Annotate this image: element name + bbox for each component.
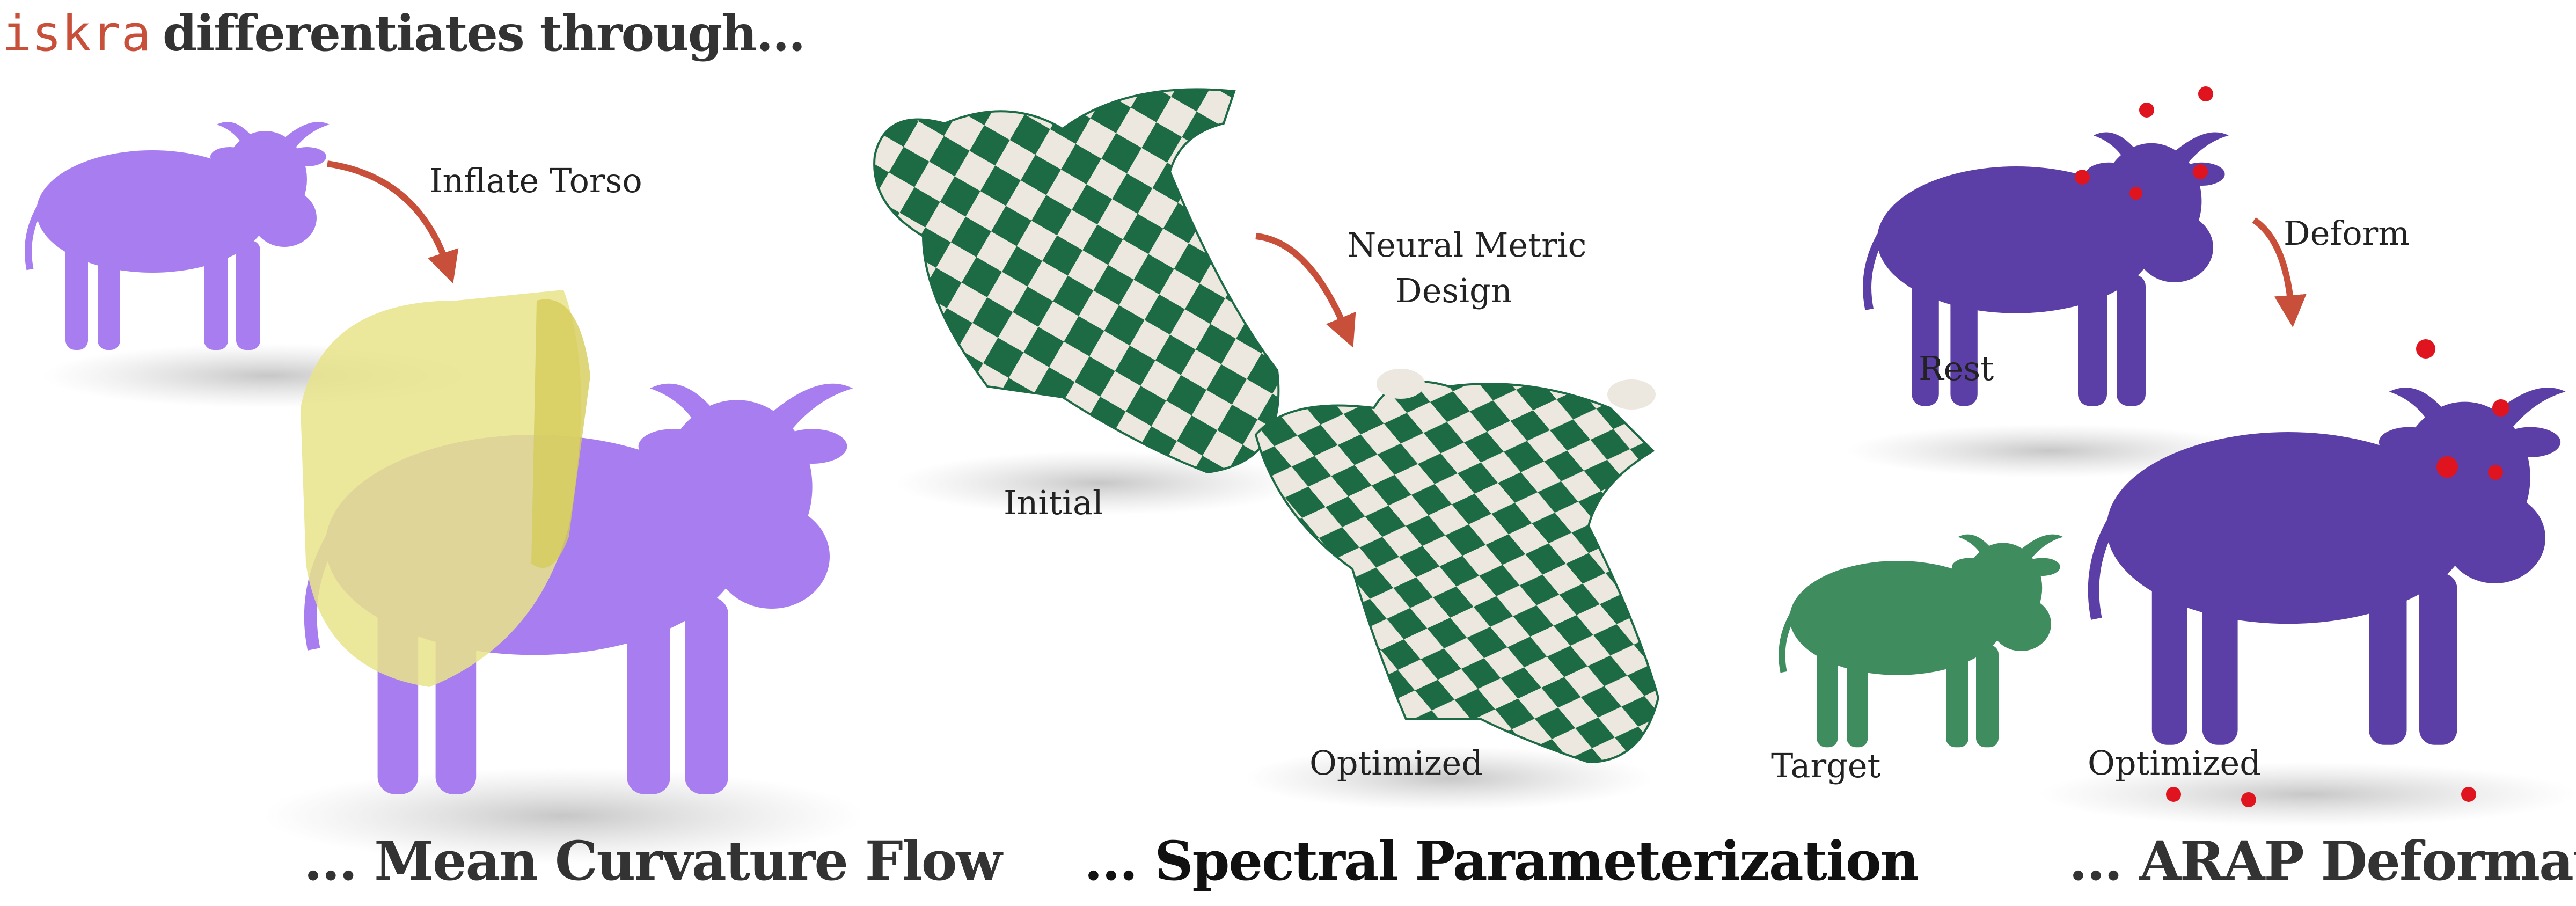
inflated-torso-sweater — [301, 290, 581, 687]
neural-metric-label-2: Design — [1395, 271, 1512, 310]
horn — [1377, 369, 1425, 399]
initial-label: Initial — [1004, 483, 1103, 522]
shadow — [1846, 424, 2254, 478]
caption-arap-deformation: ... ARAP Deformation — [2069, 829, 2576, 893]
optimized-label-arap: Optimized — [2088, 743, 2261, 783]
initial-cow — [28, 122, 330, 350]
deform-label: Deform — [2284, 214, 2410, 253]
target-cow — [1782, 535, 2063, 748]
optimized-handles — [2166, 339, 2509, 807]
inflate-torso-label: Inflate Torso — [429, 161, 642, 200]
initial-checker-head — [873, 88, 1280, 474]
arrow-metric — [1255, 233, 1356, 348]
optimized-checker-head — [1254, 381, 1660, 764]
caption-mean-curvature-flow: ... Mean Curvature Flow — [304, 829, 1002, 893]
title-text: differentiates through... — [162, 4, 806, 62]
optimized-label-spectral: Optimized — [1309, 743, 1483, 783]
code-name: iskra — [2, 5, 151, 62]
target-label: Target — [1771, 746, 1881, 785]
neural-metric-label-1: Neural Metric — [1347, 225, 1587, 265]
horn — [1607, 379, 1656, 410]
rest-handles — [2075, 86, 2213, 200]
arrow-inflate — [327, 160, 459, 284]
rest-label: Rest — [1919, 349, 1994, 388]
caption-spectral-parameterization: ... Spectral Parameterization — [1084, 829, 1919, 893]
shadow — [1245, 746, 1653, 810]
sweater-collar — [531, 299, 590, 568]
arrow-deform — [2252, 217, 2307, 327]
shadow — [2039, 762, 2576, 827]
